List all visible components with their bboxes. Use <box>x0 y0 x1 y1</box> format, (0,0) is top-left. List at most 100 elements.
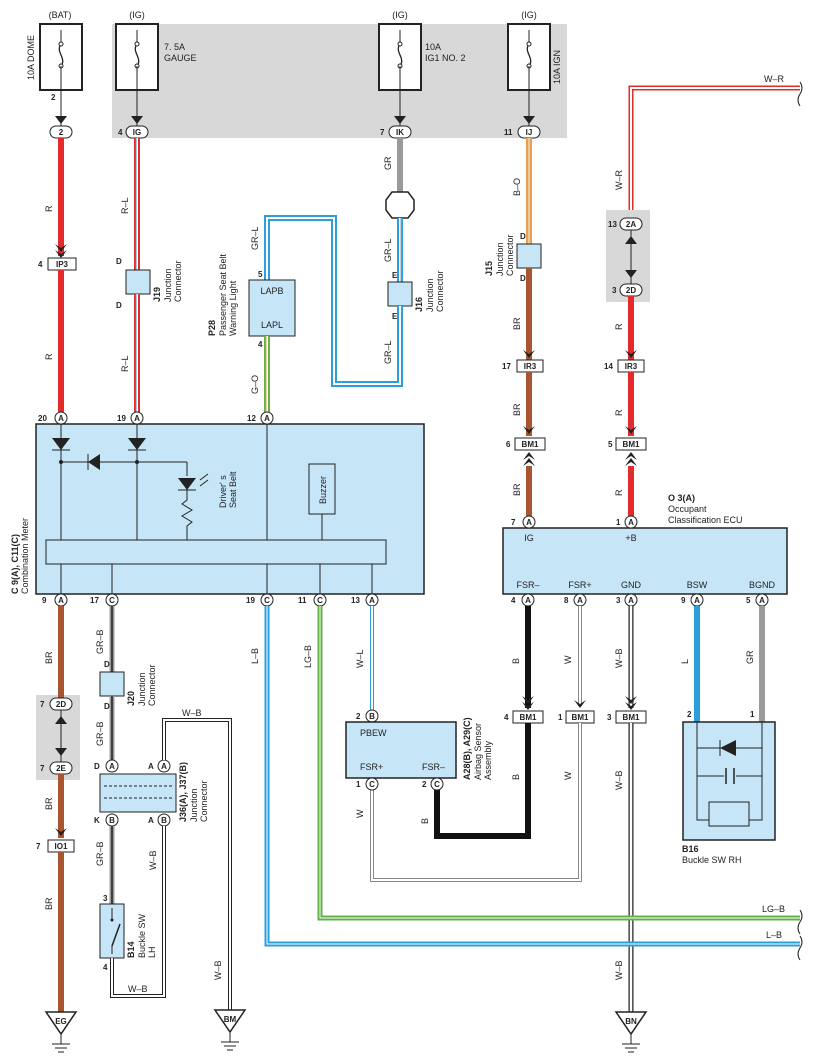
svg-text:7: 7 <box>380 128 385 137</box>
svg-text:D: D <box>116 257 122 266</box>
svg-text:D: D <box>104 660 110 669</box>
occupant-ecu <box>502 527 788 595</box>
svg-text:B–O: B–O <box>512 178 522 196</box>
conn-bm1-a <box>514 437 546 451</box>
svg-text:B: B <box>511 658 521 664</box>
svg-text:IJ: IJ <box>526 128 533 137</box>
svg-text:2A: 2A <box>626 220 636 229</box>
svg-text:C: C <box>317 596 323 605</box>
svg-text:B: B <box>369 712 375 721</box>
wire-wb-b14 <box>110 826 166 998</box>
svg-text:R: R <box>614 323 624 330</box>
ig-label-1: (IG) <box>129 10 145 20</box>
svg-text:P28: P28 <box>207 320 217 336</box>
j19-code: J19 <box>152 287 162 302</box>
fuse-dome-label: 10A DOME <box>26 35 36 80</box>
svg-text:A: A <box>577 596 583 605</box>
svg-text:5: 5 <box>608 440 613 449</box>
svg-text:R: R <box>614 409 624 416</box>
svg-text:K: K <box>94 816 100 825</box>
svg-text:19: 19 <box>117 414 126 423</box>
svg-text:11: 11 <box>504 128 513 137</box>
wire-wr-top <box>628 85 800 210</box>
fuse-dome <box>39 23 83 91</box>
svg-text:IG: IG <box>133 128 141 137</box>
svg-text:Buckle SW RH: Buckle SW RH <box>682 855 742 865</box>
svg-text:J20: J20 <box>126 691 136 706</box>
svg-text:L: L <box>680 659 690 664</box>
wire-go <box>264 336 270 412</box>
svg-text:A: A <box>109 762 115 771</box>
svg-text:Junction: Junction <box>137 672 147 706</box>
svg-text:PBEW: PBEW <box>360 728 387 738</box>
svg-text:Driver' s: Driver' s <box>218 475 228 508</box>
svg-text:W–B: W–B <box>614 770 624 790</box>
led-drivers-belt <box>178 478 196 490</box>
svg-text:2D: 2D <box>56 700 66 709</box>
svg-text:LH: LH <box>147 946 157 958</box>
svg-text:A: A <box>694 596 700 605</box>
svg-text:B16: B16 <box>682 844 699 854</box>
buzzer <box>308 463 336 515</box>
svg-text:1: 1 <box>558 713 563 722</box>
svg-text:Junction: Junction <box>495 242 505 276</box>
svg-text:A: A <box>264 414 270 423</box>
svg-text:Occupant: Occupant <box>668 504 707 514</box>
svg-text:W–B: W–B <box>148 850 158 870</box>
svg-text:BM1: BM1 <box>522 440 539 449</box>
svg-text:LAPB: LAPB <box>260 286 283 296</box>
svg-text:9: 9 <box>42 596 47 605</box>
svg-text:BR: BR <box>44 797 54 810</box>
svg-text:IP3: IP3 <box>56 260 69 269</box>
svg-text:1: 1 <box>616 518 621 527</box>
svg-text:FSR+: FSR+ <box>360 762 383 772</box>
svg-text:A: A <box>525 596 531 605</box>
svg-text:13: 13 <box>608 220 617 229</box>
fuse-ign <box>507 23 551 91</box>
svg-text:BR: BR <box>512 317 522 330</box>
fuse-ign-label: 10A IGN <box>552 50 562 84</box>
svg-text:GR–B: GR–B <box>95 629 105 654</box>
j36-j37 <box>99 773 177 813</box>
svg-text:IR3: IR3 <box>524 362 537 371</box>
svg-text:Connector: Connector <box>199 780 209 822</box>
svg-text:4: 4 <box>118 128 123 137</box>
svg-text:13: 13 <box>351 596 360 605</box>
svg-text:7: 7 <box>511 518 516 527</box>
svg-text:A28(B), A29(C): A28(B), A29(C) <box>462 717 472 780</box>
svg-text:Connector: Connector <box>147 664 157 706</box>
wire-rl-1 <box>134 138 140 270</box>
svg-text:W–B: W–B <box>128 984 148 994</box>
svg-text:O 3(A): O 3(A) <box>668 493 695 503</box>
svg-text:3: 3 <box>103 894 108 903</box>
svg-text:GR: GR <box>745 650 755 664</box>
svg-text:L–B: L–B <box>766 930 782 940</box>
svg-text:BM1: BM1 <box>623 713 640 722</box>
svg-text:W–R: W–R <box>764 74 785 84</box>
svg-text:17: 17 <box>90 596 99 605</box>
pin-dome-out: 2 <box>51 93 56 102</box>
combination-meter <box>35 423 425 595</box>
diode-1 <box>52 438 70 450</box>
svg-text:A: A <box>161 762 167 771</box>
fuse-gauge-label-a: 7. 5A <box>164 42 185 52</box>
svg-text:A: A <box>628 518 634 527</box>
svg-text:W–B: W–B <box>182 708 202 718</box>
ground-bn: BN <box>614 1011 648 1053</box>
svg-text:2: 2 <box>422 780 427 789</box>
svg-text:D: D <box>520 274 526 283</box>
meter-top-pins: A 20 A 19 A 12 <box>38 411 274 425</box>
svg-text:E: E <box>392 271 398 280</box>
svg-text:R: R <box>44 353 54 360</box>
svg-text:Connector: Connector <box>173 260 183 302</box>
svg-text:BM: BM <box>224 1015 237 1024</box>
svg-text:2D: 2D <box>626 286 636 295</box>
svg-text:2: 2 <box>687 710 692 719</box>
p28 <box>248 279 296 337</box>
ground-bm: BM <box>213 1009 247 1051</box>
svg-text:BM1: BM1 <box>520 713 537 722</box>
meter-name: Combination Meter <box>20 518 30 594</box>
svg-text:BGND: BGND <box>749 580 776 590</box>
svg-text:1: 1 <box>356 780 361 789</box>
svg-text:IO1: IO1 <box>55 842 68 851</box>
